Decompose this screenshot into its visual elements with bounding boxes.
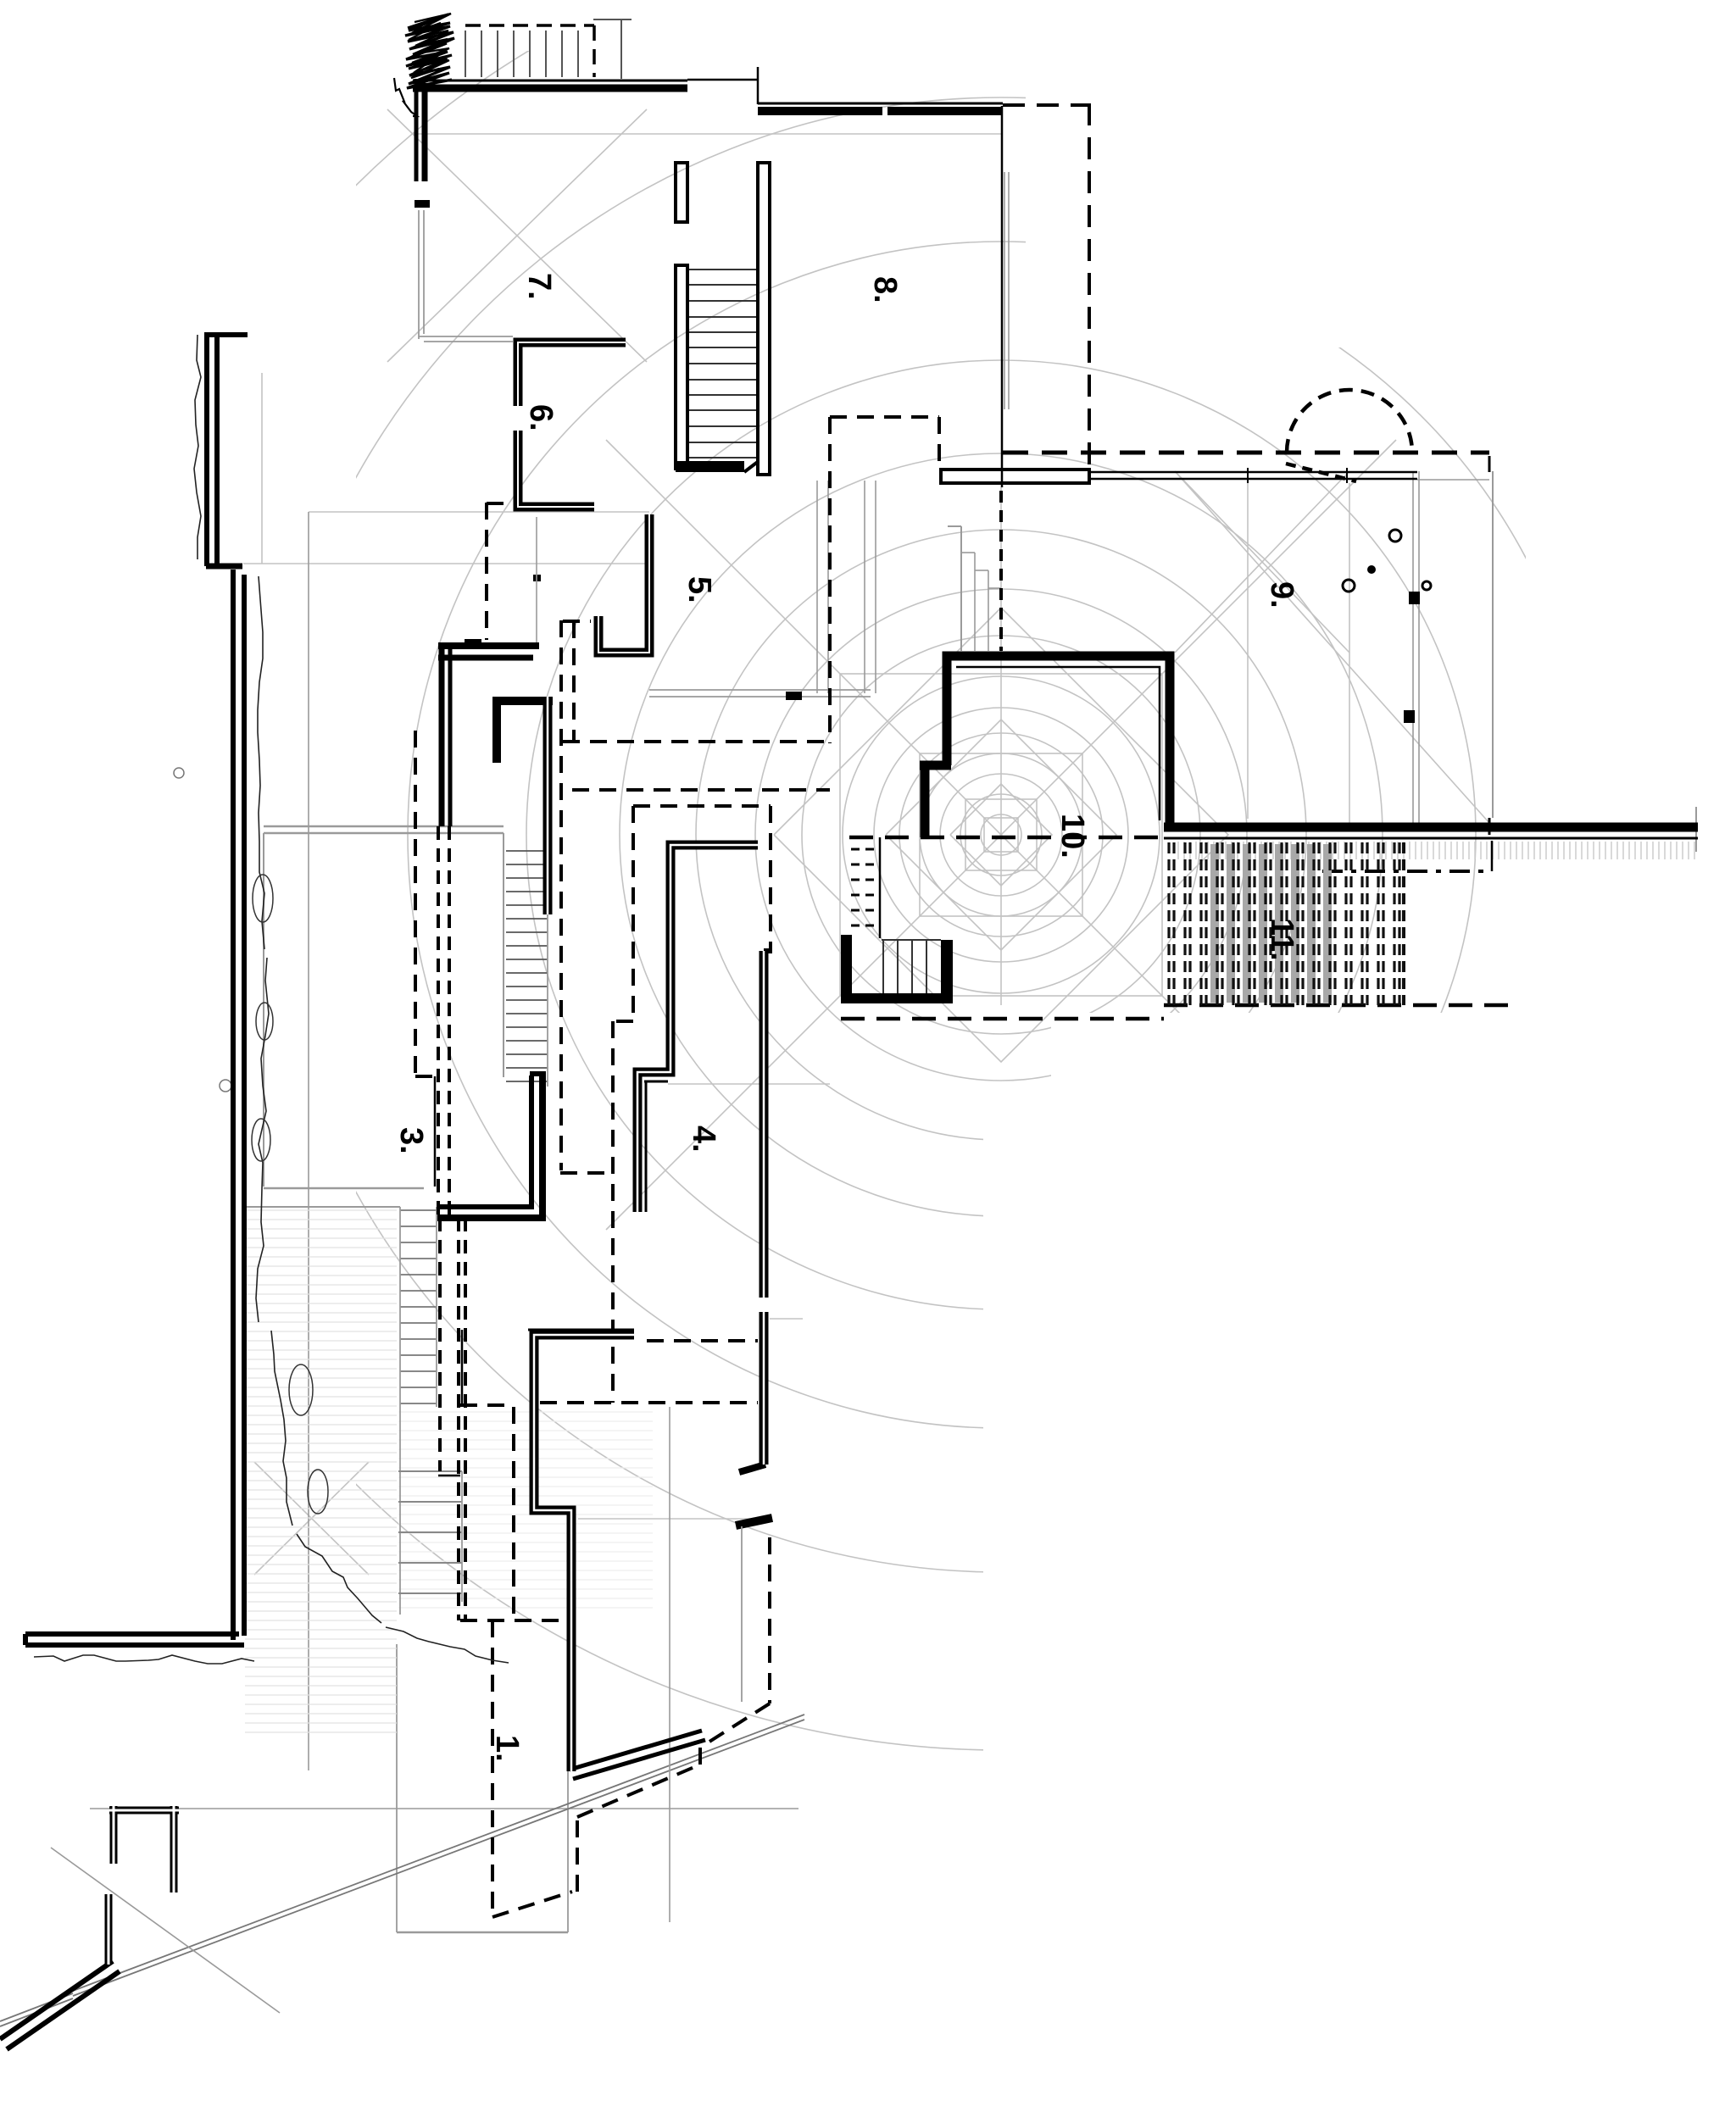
svg-text:10.: 10.: [1054, 814, 1090, 859]
svg-text:4.: 4.: [686, 1125, 721, 1153]
svg-text:7.: 7.: [521, 273, 557, 300]
svg-text:1.: 1.: [489, 1735, 525, 1762]
svg-text:6.: 6.: [523, 404, 559, 431]
svg-text:9.: 9.: [1264, 581, 1299, 609]
svg-text:3.: 3.: [393, 1127, 429, 1154]
svg-text:11.: 11.: [1264, 918, 1299, 961]
svg-text:5.: 5.: [682, 576, 717, 603]
svg-text:8.: 8.: [867, 276, 903, 303]
